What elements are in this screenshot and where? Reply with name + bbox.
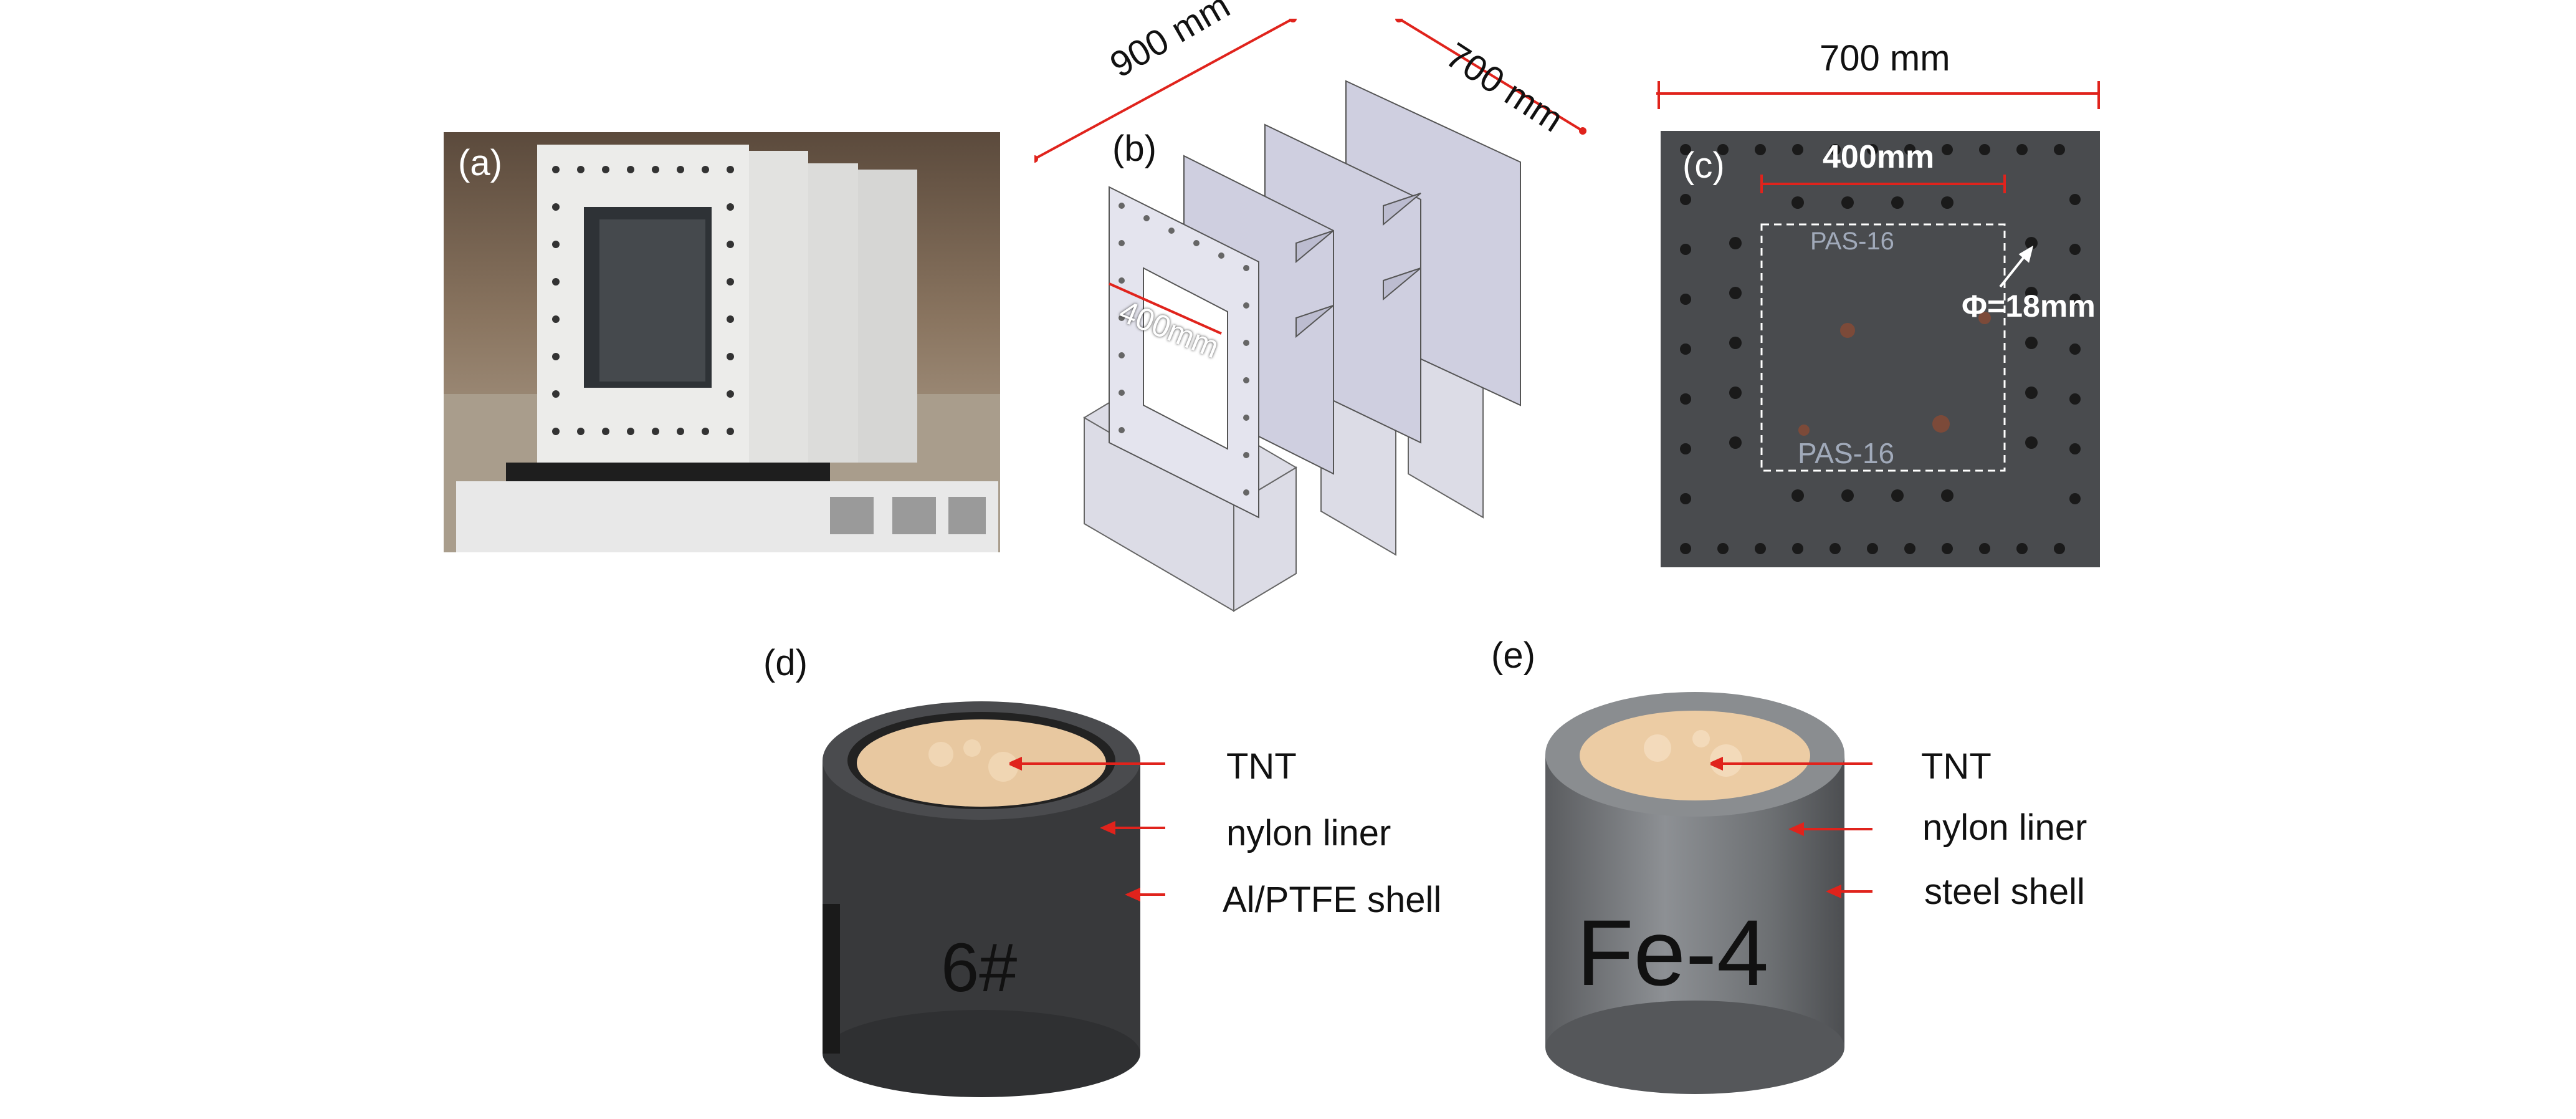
plate-marking-bottom: PAS-16 bbox=[1798, 437, 1895, 469]
annot-d-tnt: TNT bbox=[1226, 746, 1297, 787]
target-plate-photo bbox=[1661, 131, 2100, 567]
panel-d-label: (d) bbox=[763, 643, 808, 683]
panel-e-label: (e) bbox=[1491, 635, 1535, 676]
panel-c-label: (c) bbox=[1682, 145, 1725, 186]
fixture-cad-drawing bbox=[1031, 15, 1586, 612]
annot-e-nylon-liner: nylon liner bbox=[1922, 807, 2087, 848]
fixture-photo bbox=[444, 132, 1000, 552]
panel-c-photo bbox=[1661, 131, 2100, 567]
annot-d-shell: Al/PTFE shell bbox=[1223, 880, 1442, 920]
annot-d-nylon-liner: nylon liner bbox=[1226, 813, 1391, 853]
panel-d-photo: 6# bbox=[816, 698, 1147, 1103]
panel-b-label: (b) bbox=[1112, 128, 1157, 169]
panel-e-arrows bbox=[1710, 756, 1872, 899]
specimen-mark-e: Fe-4 bbox=[1577, 900, 1768, 1005]
hole-diameter-label: Φ=18mm bbox=[1962, 289, 2096, 324]
annot-e-shell: steel shell bbox=[1924, 872, 2085, 912]
al-ptfe-specimen: 6# bbox=[823, 701, 1140, 1097]
plate-marking-top: PAS-16 bbox=[1810, 228, 1894, 255]
dim-window-400: 400mm bbox=[1823, 139, 1935, 175]
steel-specimen: Fe-4 bbox=[1545, 692, 1844, 1094]
panel-d-arrows bbox=[1009, 756, 1165, 902]
panel-b-drawing bbox=[1031, 15, 1608, 623]
annot-e-tnt: TNT bbox=[1921, 746, 1992, 787]
plate-width-dimension-line bbox=[1656, 81, 2100, 109]
panel-a-label: (a) bbox=[458, 143, 502, 183]
panel-a-photo bbox=[444, 132, 1000, 552]
panel-e-photo: Fe-4 bbox=[1539, 686, 1851, 1110]
dim-plate-700: 700 mm bbox=[1820, 38, 1950, 79]
specimen-mark-d: 6# bbox=[941, 929, 1017, 1006]
